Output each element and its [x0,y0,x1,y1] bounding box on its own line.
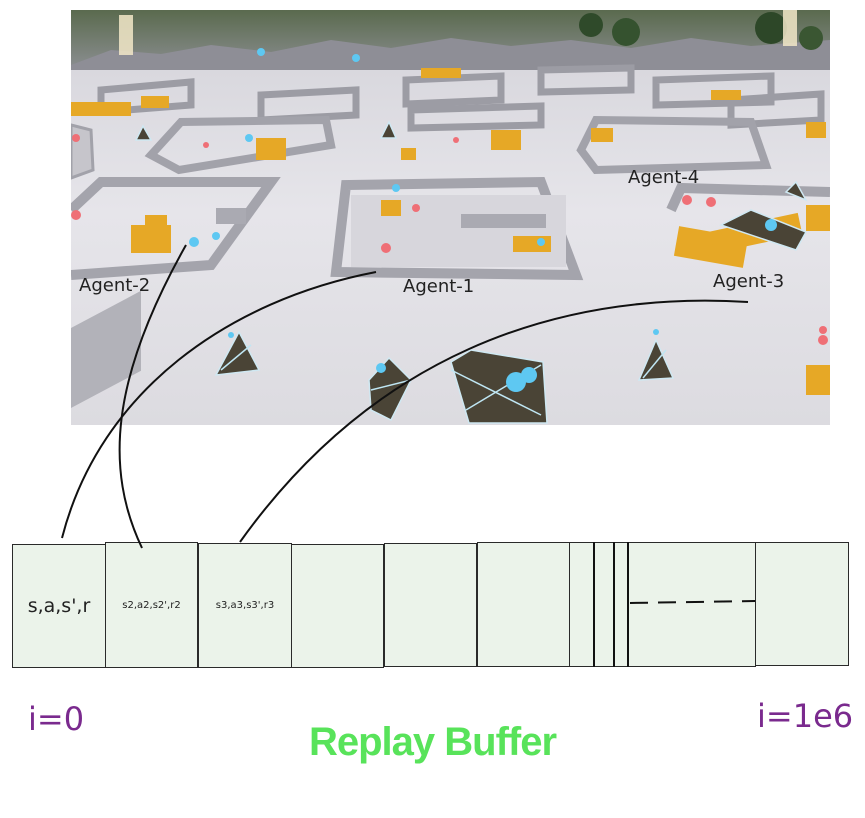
tree [579,13,603,37]
ramp-edges [220,344,667,416]
boxes [71,68,830,395]
tree [799,26,823,50]
end-index-label: i=1e6 [757,697,854,735]
connector-agent-3 [239,299,749,543]
tree [755,12,787,44]
ellipsis-dash [629,600,756,604]
environment-screenshot: Agent-2 Agent-1 Agent-3 Agent-4 [71,10,830,425]
connector-agent-1 [61,271,377,539]
connector-agent-2 [118,244,187,549]
agent-3-label: Agent-3 [713,271,785,292]
replay-buffer-title: Replay Buffer [308,720,557,764]
blue-agents [189,48,777,392]
light-post [783,10,797,46]
scene-render [71,10,830,425]
far-arenas [97,64,825,132]
left-wall-near [71,290,141,408]
agent-1-label: Agent-1 [403,276,475,297]
inner-wall [461,214,546,228]
inner-wall [216,208,246,224]
start-index-label: i=0 [28,700,85,738]
red-agents [71,134,828,345]
near-arenas [71,176,830,281]
tree [612,18,640,46]
light-post [119,15,133,55]
agent-4-label: Agent-4 [628,167,700,188]
agent-2-label: Agent-2 [79,275,151,296]
